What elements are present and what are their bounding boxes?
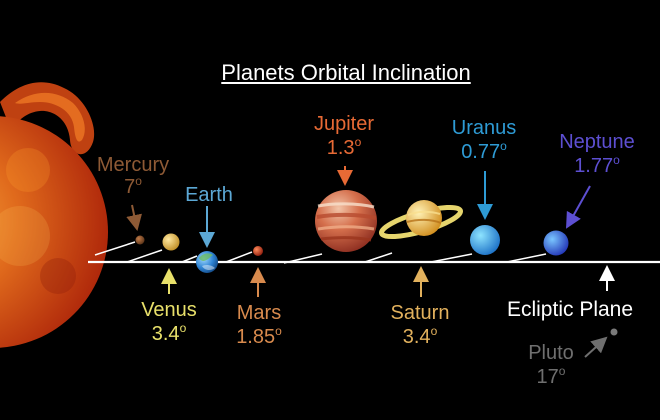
sun-flare-inner <box>15 92 85 142</box>
neptune-name: Neptune <box>559 131 635 153</box>
mercury-planet <box>135 235 145 245</box>
earth-planet <box>196 251 218 273</box>
jupiter-planet <box>315 190 377 252</box>
earth-name: Earth <box>185 184 233 206</box>
diagram-title: Planets Orbital Inclination <box>221 60 471 85</box>
venus-label-group: Venus 3.4o <box>125 300 213 344</box>
pluto-name: Pluto <box>528 342 574 364</box>
mercury-label-group: Mercury 7o <box>86 155 180 197</box>
orbit-marker-mercury <box>94 241 136 256</box>
jupiter-degree-symbol: o <box>354 135 362 149</box>
saturn-name: Saturn <box>390 302 450 324</box>
venus-degree-symbol: o <box>179 321 187 335</box>
mars-name: Mars <box>236 302 282 324</box>
pluto-arrow <box>584 336 608 358</box>
orbit-marker-jupiter <box>283 253 323 264</box>
orbit-marker-mars <box>225 251 253 263</box>
orbit-marker-uranus <box>430 253 473 263</box>
uranus-degree-symbol: o <box>500 139 507 153</box>
jupiter-label-group: Jupiter 1.3o <box>297 114 391 158</box>
venus-name: Venus <box>141 299 197 321</box>
neptune-degree-symbol: o <box>613 153 620 167</box>
sun-texture-1 <box>6 148 50 192</box>
pluto-inclination: 17o <box>509 364 593 388</box>
saturn-inclination: 3.4o <box>370 324 470 348</box>
venus-inclination: 3.4o <box>125 321 213 345</box>
mars-label-group: Mars 1.85o <box>219 303 299 347</box>
mars-degree-symbol: o <box>275 324 282 338</box>
saturn-inclination-value: 3.4 <box>402 326 431 348</box>
sun-group <box>0 82 108 348</box>
jupiter-inclination: 1.3o <box>297 135 391 159</box>
orbit-markers <box>94 241 547 264</box>
uranus-inclination-value: 0.77 <box>461 141 501 163</box>
sun-texture-3 <box>40 258 76 294</box>
saturn-label-group: Saturn 3.4o <box>370 303 470 347</box>
venus-inclination-value: 3.4 <box>151 323 180 345</box>
jupiter-name: Jupiter <box>313 113 375 135</box>
orbit-marker-venus <box>126 249 163 263</box>
neptune-inclination-value: 1.77 <box>574 155 614 177</box>
orbit-marker-saturn <box>364 252 393 263</box>
mercury-degree-symbol: o <box>135 174 142 188</box>
orbit-marker-neptune <box>506 253 547 263</box>
ecliptic-label: Ecliptic Plane <box>506 298 634 321</box>
saturn-planet <box>379 200 463 240</box>
earth-label-group: Earth <box>176 185 242 205</box>
uranus-name: Uranus <box>451 117 517 139</box>
mercury-inclination: 7o <box>86 174 180 198</box>
jupiter-inclination-value: 1.3 <box>326 137 355 159</box>
pluto-planet <box>610 328 618 336</box>
mercury-name: Mercury <box>96 154 170 176</box>
mars-inclination-value: 1.85 <box>236 326 276 348</box>
pluto-inclination-value: 17 <box>536 366 559 388</box>
neptune-label-group: Neptune 1.77o <box>542 132 652 176</box>
sun-body <box>0 116 108 348</box>
pluto-label-group: Pluto 17o <box>509 343 593 387</box>
sun-texture-2 <box>0 206 50 266</box>
uranus-label-group: Uranus 0.77o <box>434 118 534 162</box>
mars-planet <box>253 246 263 256</box>
neptune-inclination: 1.77o <box>542 153 652 177</box>
venus-planet <box>162 233 180 251</box>
neptune-planet <box>543 230 569 256</box>
saturn-degree-symbol: o <box>430 324 438 338</box>
orbit-marker-earth <box>181 255 198 263</box>
mercury-inclination-value: 7 <box>124 176 136 198</box>
neptune-arrow <box>566 185 591 229</box>
pluto-degree-symbol: o <box>558 364 566 378</box>
uranus-planet <box>470 225 500 255</box>
mercury-arrow <box>126 204 142 231</box>
uranus-inclination: 0.77o <box>434 139 534 163</box>
planets <box>135 190 618 336</box>
mars-inclination: 1.85o <box>219 324 299 348</box>
arrows <box>126 166 615 358</box>
